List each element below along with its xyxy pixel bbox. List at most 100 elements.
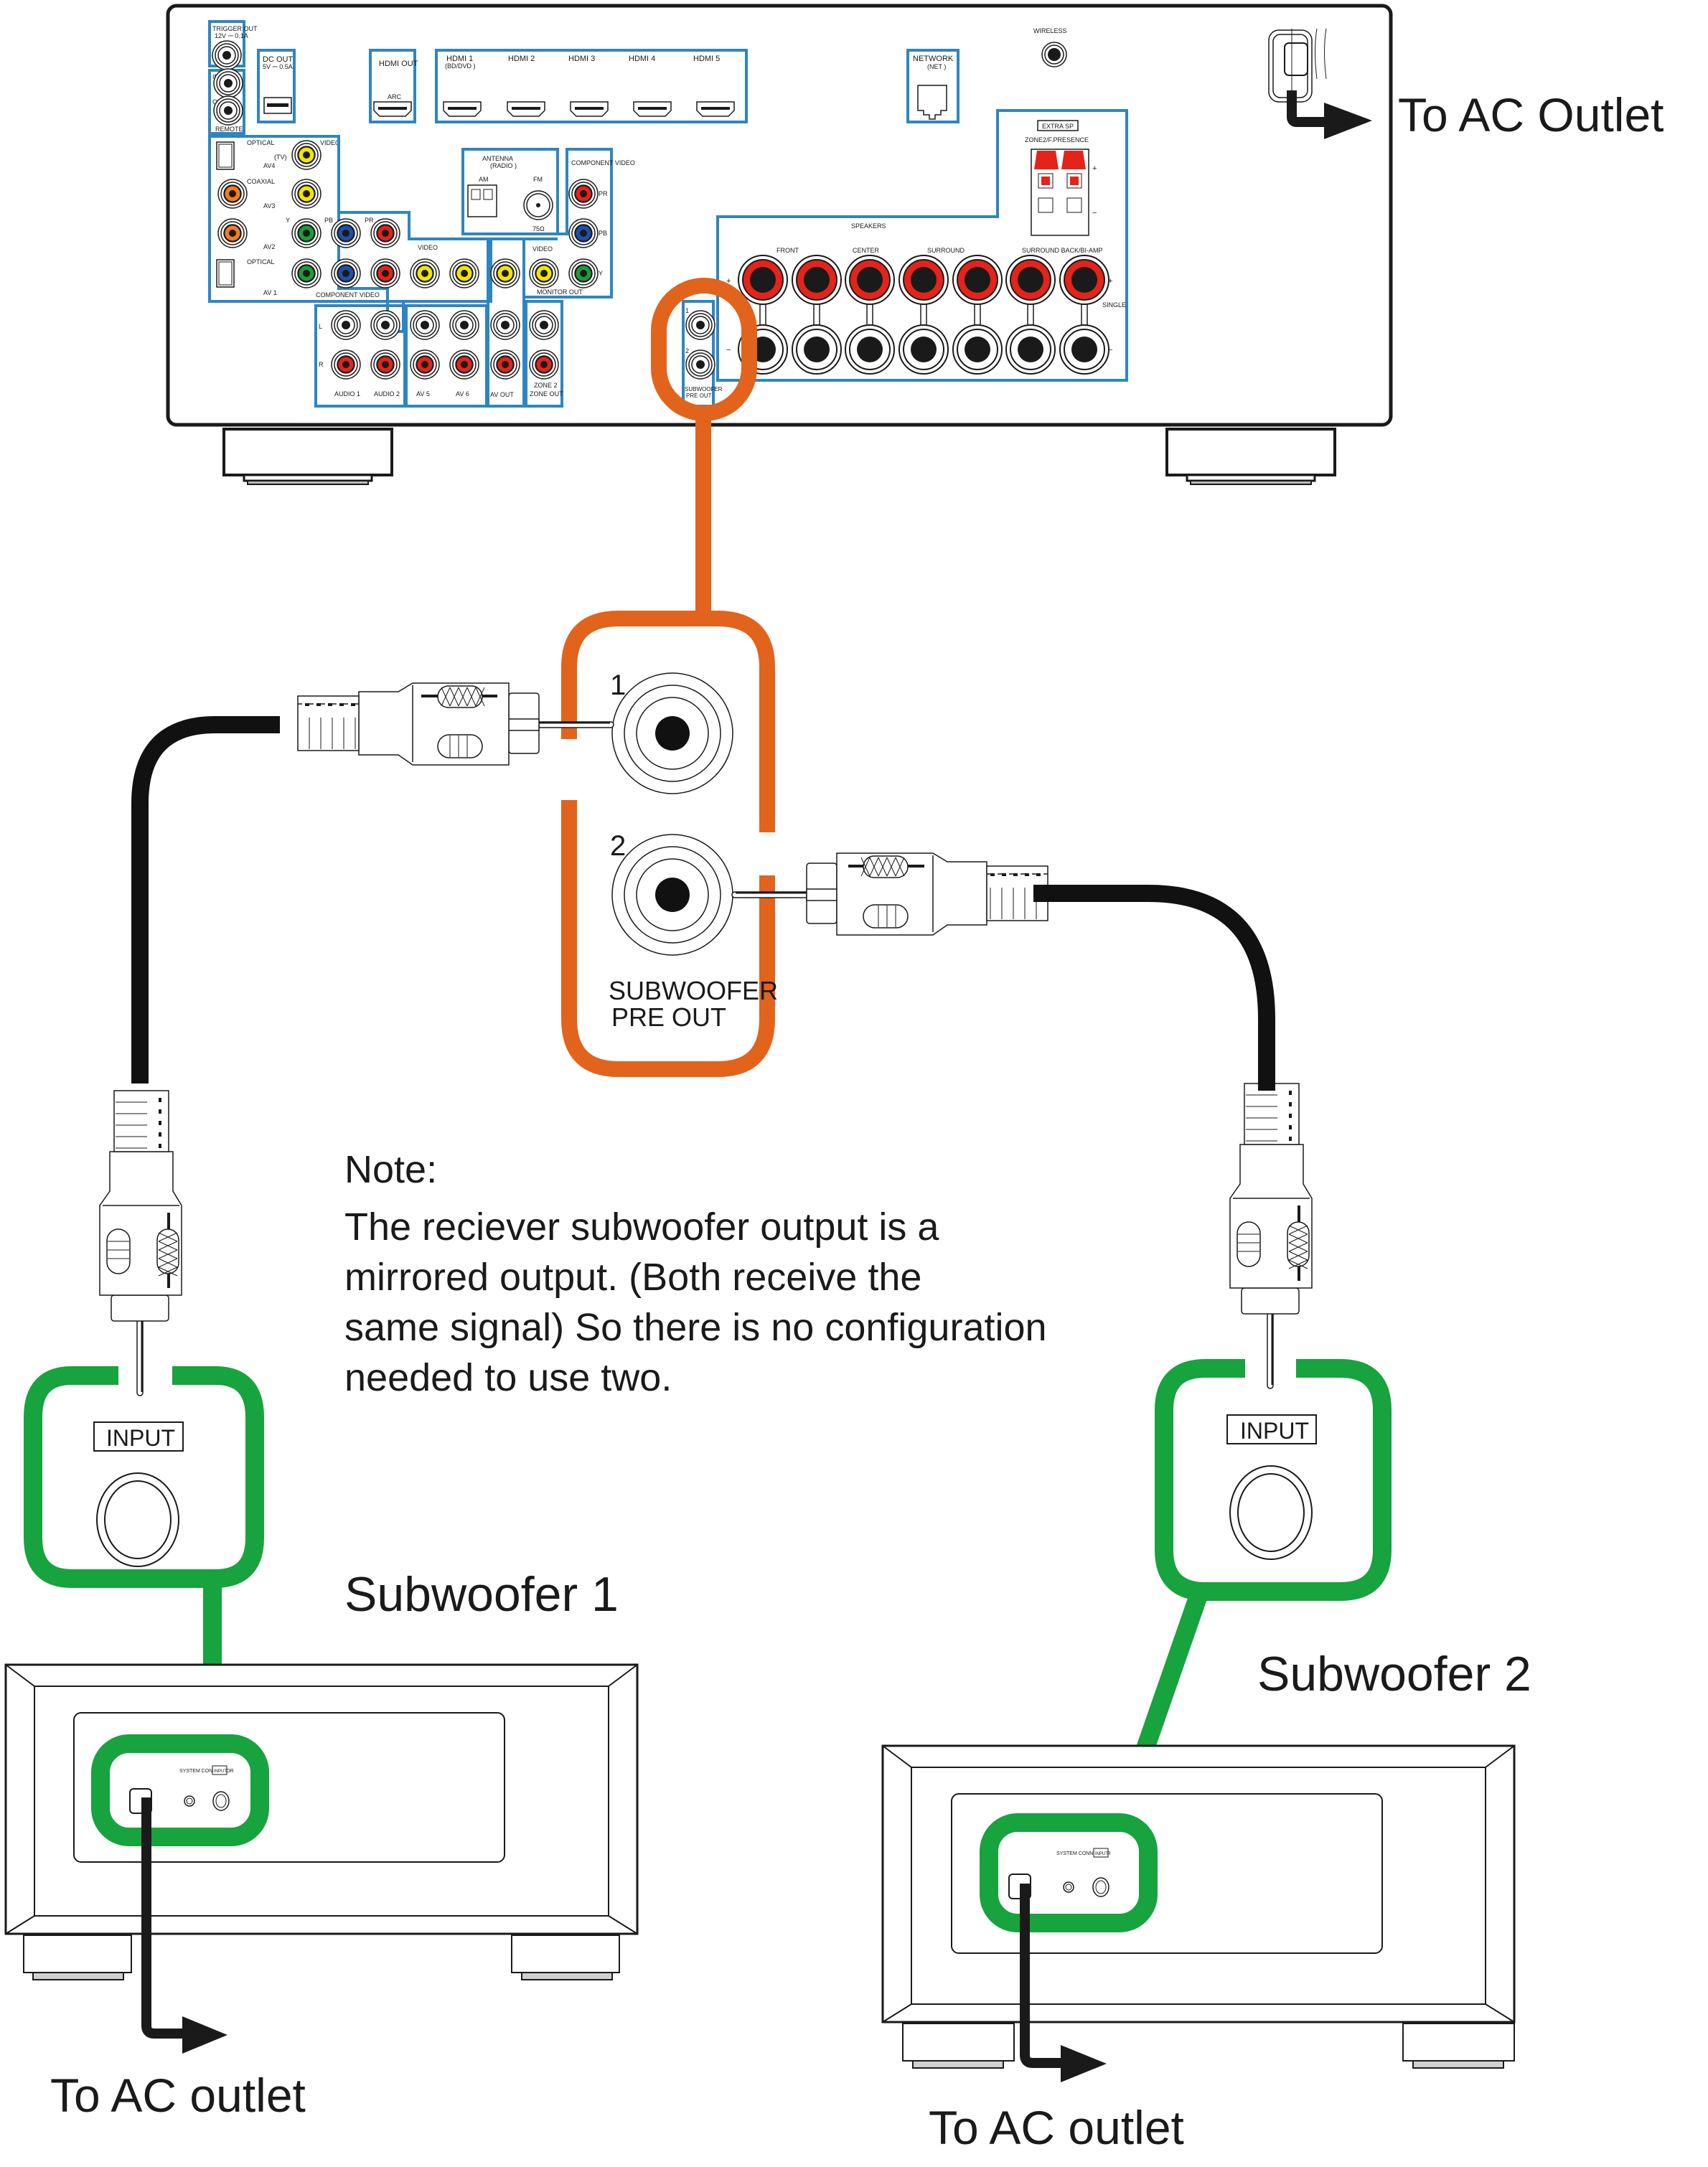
- av-out-l-jack: [490, 310, 520, 340]
- rca-plug-1-subwoofer: [99, 1090, 182, 1396]
- audio-l-label: L: [319, 323, 322, 330]
- av2-y-jack: [291, 218, 322, 248]
- sub2-rear-connectors: SYSTEM CONNECTOR INPUT: [1008, 1848, 1111, 1899]
- orange-connector-line: [695, 420, 711, 613]
- speaker-terminal-surround-r-positive: [898, 255, 949, 305]
- extra-sp-minus: −: [1092, 209, 1097, 217]
- video-jack-1: [410, 258, 440, 288]
- sub2-input-label-box: [1226, 1414, 1317, 1444]
- zone2-label: ZONE 2: [534, 382, 558, 389]
- component-video-2-label: COMPONENT VIDEO: [571, 159, 635, 166]
- av5-l-jack: [410, 310, 440, 340]
- video-row-panel: VIDEO: [337, 136, 492, 303]
- optical-av4-label: OPTICAL: [247, 139, 275, 146]
- speaker-terminal-center-positive: [845, 255, 895, 305]
- ohm-label: 75Ω: [532, 225, 545, 232]
- coaxial-av2-jack: [217, 218, 248, 248]
- audio-r-label: R: [319, 361, 324, 368]
- dc-out-label: DC OUT: [263, 55, 293, 64]
- video-jack-2: [449, 258, 479, 288]
- hdmi-out-port: [373, 101, 412, 117]
- surround-label: SURROUND: [927, 247, 965, 254]
- monitor-out-panel: COMPONENT VIDEO PR PB VIDEO Y MONITOR OU…: [522, 148, 635, 299]
- arc-label: ARC: [388, 93, 402, 100]
- hdmi-out-panel: HDMI OUT ARC: [369, 49, 418, 123]
- speaker-terminal-front-r-positive: [738, 255, 788, 305]
- monitor-pr-label: PR: [599, 190, 608, 197]
- av-inputs-panel: OPTICAL (TV) AV4 VIDEO COAXIAL AV3 AV2 Y…: [208, 135, 405, 333]
- speaker-terminal-center-negative: [845, 324, 895, 375]
- sub2-power-cord: [1020, 1884, 1061, 2068]
- audio1-label: AUDIO 1: [334, 390, 360, 398]
- sub1-title: Subwoofer 1: [344, 1567, 619, 1622]
- hdmi1-port: [443, 101, 482, 117]
- note-block: Note: The reciever subwoofer output is a…: [344, 1148, 1047, 1399]
- cable-1-wire: [131, 716, 280, 1084]
- sub2-ac-outlet-label: To AC outlet: [929, 2101, 1184, 2154]
- wireless-label: WIRELESS: [1033, 27, 1067, 34]
- sub1-power-cord: [141, 1797, 182, 2039]
- audio2-r-jack: [370, 349, 400, 380]
- sub-small-label-1: SUBWOOFER: [685, 386, 723, 392]
- av1-pr-jack: [370, 258, 400, 288]
- extra-sp-terminal: [1031, 149, 1089, 236]
- receiver-ac-arrow: [1287, 90, 1372, 139]
- hdmi4-label: HDMI 4: [629, 55, 655, 63]
- plus-label: +: [726, 277, 731, 286]
- av1-y-jack: [291, 258, 322, 288]
- orange-ring: [651, 278, 757, 421]
- minus-label-right: −: [1108, 346, 1112, 354]
- receiver-ac-outlet-label: To AC Outlet: [1398, 88, 1664, 141]
- speaker-terminal-surround-back-l-negative: [1059, 324, 1109, 375]
- rca-plug-2-subwoofer: [1229, 1083, 1313, 1389]
- center-label: CENTER: [853, 247, 880, 254]
- cable-2-wire: [1033, 885, 1275, 1091]
- sub-small-label-2: PRE OUT: [686, 392, 712, 399]
- hdmi2-port: [507, 101, 545, 117]
- sub1-system-connector-label: SYSTEM CONNECTOR: [179, 1769, 234, 1774]
- ethernet-port: [917, 85, 947, 120]
- sub1-small-input-label: INPUT: [214, 1769, 227, 1774]
- remote-panel: IN OUT REMOTE: [208, 68, 245, 135]
- zone-out-panel: ZONE 2 ZONE OUT: [525, 300, 563, 408]
- sub1-input-label: INPUT: [106, 1425, 175, 1451]
- av4-label: AV4: [263, 162, 275, 169]
- av5-r-jack: [410, 349, 440, 380]
- note-line-1: The reciever subwoofer output is a: [344, 1205, 939, 1249]
- extra-sp-label: EXTRA SP: [1042, 123, 1074, 130]
- av3-label: AV3: [263, 202, 275, 210]
- extra-sp-panel: EXTRA SP ZONE2/F.PRESENCE + −: [1025, 120, 1097, 236]
- sub1-arrow-icon: [182, 2016, 227, 2054]
- av2-label: AV2: [263, 243, 275, 250]
- callout-jack2-label: 2: [610, 830, 626, 862]
- am-label: AM: [479, 176, 489, 183]
- remote-out-jack: [213, 95, 243, 126]
- speaker-terminal-front-l-positive: [792, 255, 842, 305]
- sub-small-ch2-label: 2: [685, 347, 689, 354]
- hdmi2-label: HDMI 2: [508, 55, 535, 63]
- subwoofer-2: INPUT Subwoofer 2 SYSTEM CONNECTOR INPUT: [881, 1359, 1531, 2154]
- sub2-input-label: INPUT: [1240, 1418, 1309, 1444]
- tv-label: (TV): [274, 154, 287, 161]
- rca-plug-2-receiver: [731, 852, 1048, 936]
- network-panel: NETWORK (NET ): [906, 49, 959, 123]
- sub2-body: [881, 1744, 1516, 2069]
- single-label: SINGLE: [1102, 301, 1126, 309]
- pb-label: PB: [324, 217, 333, 224]
- receiver: TRIGGER OUT 12V ⎓ 0.1A IN OUT REMOTE DC …: [166, 4, 1393, 485]
- receiver-foot-left: [222, 428, 393, 485]
- network-label: NETWORK: [913, 55, 954, 63]
- callout-jack1-label: 1: [610, 669, 626, 701]
- callout-title-line1: SUBWOOFER: [609, 976, 778, 1005]
- sub1-input-jack: [96, 1472, 179, 1567]
- hdmi4-port: [633, 101, 672, 117]
- sub-pre-out-callout: 1 2 SUBWOOFER PRE OUT: [561, 611, 778, 1077]
- minus-label: −: [726, 346, 731, 354]
- hdmi3-port: [570, 101, 609, 117]
- av3-video-jack: [291, 179, 322, 209]
- rca-cable-1: [131, 716, 280, 1084]
- receiver-power-plug-icon: [1268, 28, 1327, 108]
- sub1-panel-highlight: [91, 1734, 269, 1846]
- surround-back-label: SURROUND BACK/BI-AMP: [1022, 247, 1103, 254]
- audio1-l-jack: [331, 310, 361, 340]
